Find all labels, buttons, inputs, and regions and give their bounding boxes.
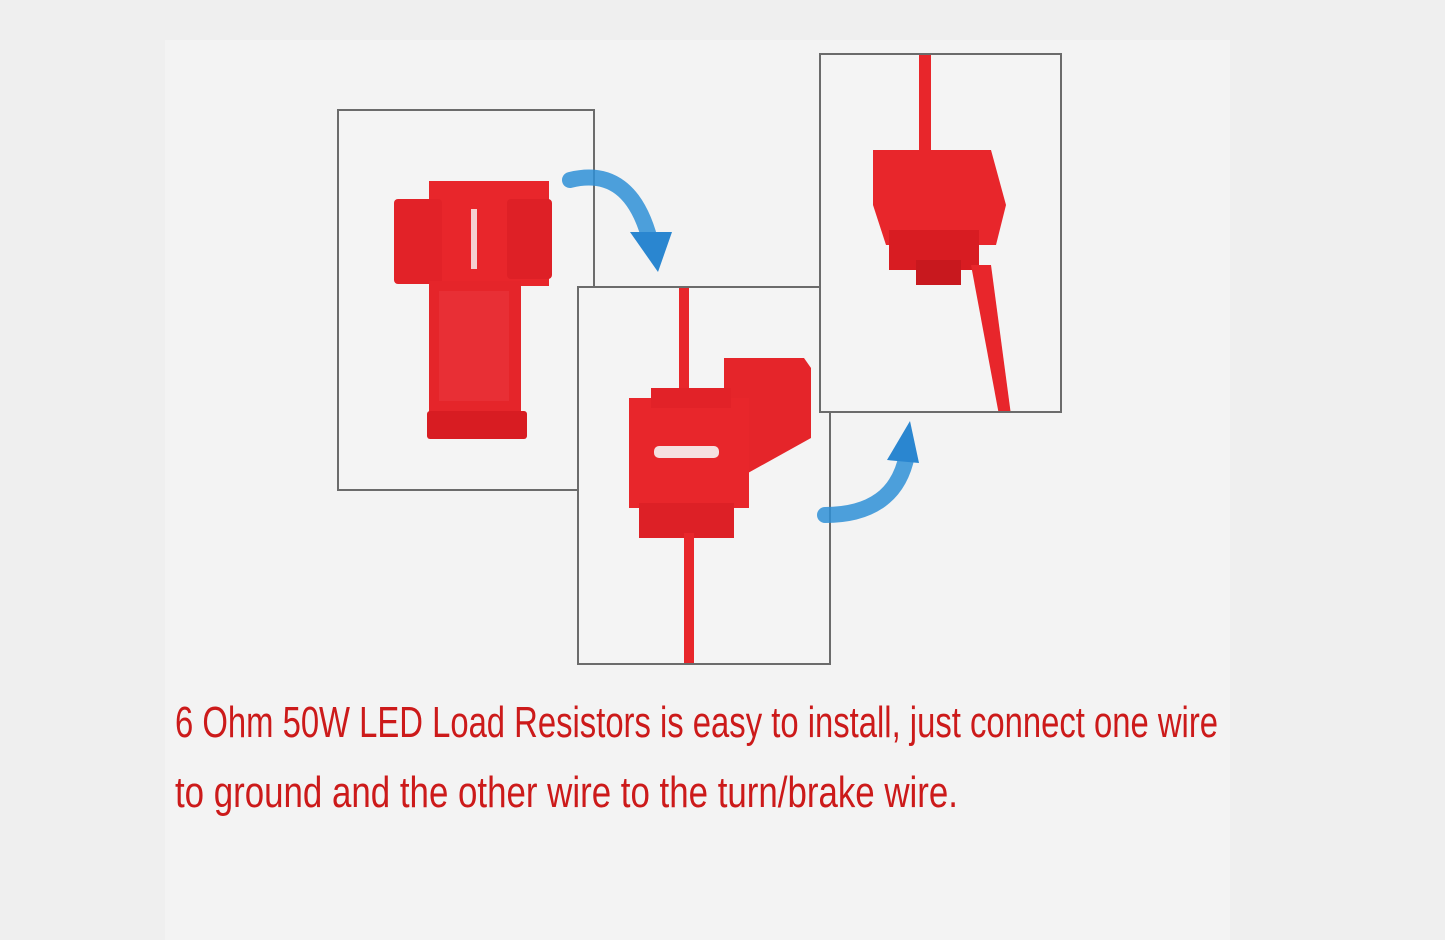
caption-line-2: to ground and the other wire to the turn… — [175, 768, 958, 817]
arrow-step1-to-2-icon — [562, 169, 672, 272]
closed-connector-icon — [873, 55, 1011, 411]
step-3-panel — [819, 53, 1062, 413]
wire-inserted-connector-icon — [629, 288, 811, 663]
arrow-step2-to-3-icon — [817, 421, 919, 523]
step-1-panel — [337, 109, 595, 491]
step-2-panel — [577, 286, 831, 665]
caption-line-1: 6 Ohm 50W LED Load Resistors is easy to … — [175, 698, 1218, 747]
open-tap-connector-icon — [394, 181, 552, 439]
